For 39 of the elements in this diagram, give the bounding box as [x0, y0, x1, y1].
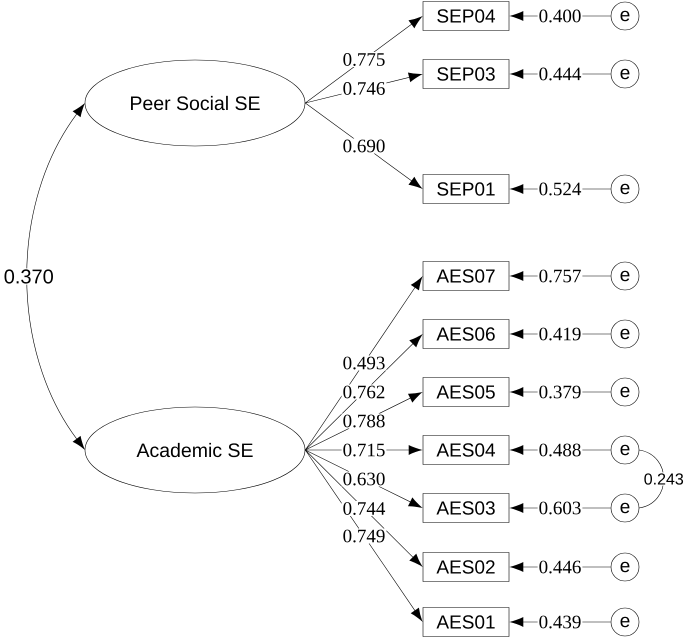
edge-label: 0.419	[538, 326, 582, 342]
edge-label: 0.744	[342, 501, 386, 516]
edge-label: 0.746	[342, 81, 386, 96]
arrow	[305, 16, 422, 104]
edge-label: 0.446	[538, 560, 582, 574]
arrow	[305, 102, 422, 189]
indicator-box: AES06	[422, 319, 510, 349]
indicator-box: SEP03	[422, 59, 510, 89]
indicator-box: AES02	[422, 552, 510, 582]
arrow	[305, 450, 422, 622]
edge-label: 0.370	[2, 268, 55, 285]
edge-label: 0.749	[342, 528, 386, 544]
edge-label: 0.630	[342, 472, 386, 486]
edge-label: 0.400	[538, 8, 582, 24]
edge-label: 0.603	[538, 500, 582, 516]
indicator-box: AES05	[422, 377, 510, 407]
edge-label: 0.762	[342, 384, 386, 400]
indicator-box: SEP01	[422, 174, 510, 204]
edge-label: 0.524	[538, 182, 582, 196]
edge-label: 0.757	[538, 268, 582, 284]
edge-label: 0.488	[538, 442, 582, 458]
indicator-box: SEP04	[422, 1, 510, 31]
edge-label: 0.439	[538, 614, 582, 630]
edge-label: 0.379	[538, 384, 582, 400]
double-headed-arrow	[26, 104, 85, 450]
edge-label: 0.788	[342, 414, 386, 428]
edge-label: 0.715	[342, 442, 386, 458]
indicator-box: AES01	[422, 607, 510, 637]
arrow	[305, 450, 422, 566]
indicator-box: AES04	[422, 435, 510, 465]
edge-label: 0.444	[538, 66, 582, 82]
edge-label: 0.775	[342, 52, 386, 67]
edge-label: 0.690	[342, 138, 386, 154]
indicator-box: AES03	[422, 493, 510, 523]
arrow	[305, 276, 422, 450]
edge-label: 0.493	[342, 356, 386, 370]
indicator-box: AES07	[422, 261, 510, 291]
arrow	[305, 334, 422, 450]
edge-label: 0.243	[642, 472, 685, 486]
